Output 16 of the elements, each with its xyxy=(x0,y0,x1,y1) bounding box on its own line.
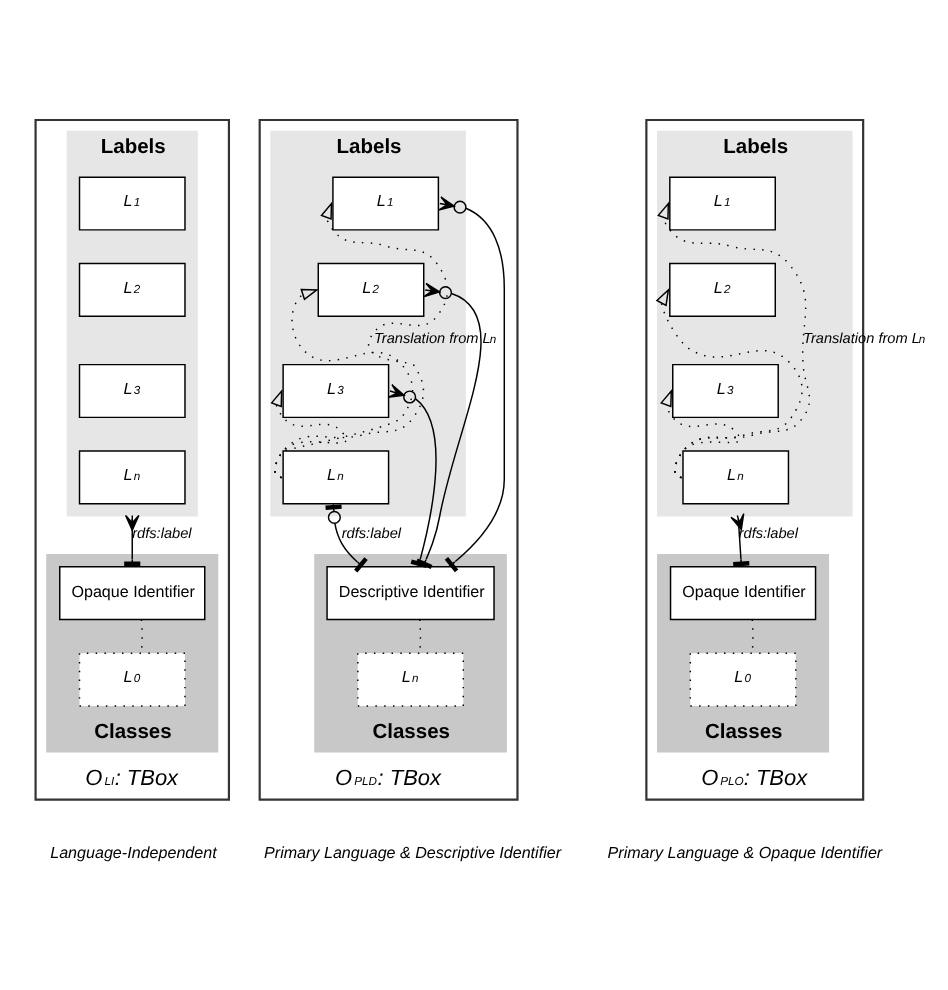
arrow xyxy=(273,288,413,479)
node-label: Primary Language & Descriptive Identifier xyxy=(263,843,561,862)
arrow xyxy=(654,288,802,479)
connector xyxy=(729,513,749,568)
arrow xyxy=(269,388,346,479)
node-box: Opaque Identifier xyxy=(668,566,816,621)
node-box: Descriptive Identifier xyxy=(325,566,494,621)
edge-label: rdfs:label xyxy=(737,523,797,542)
node-label: Primary Language & Opaque Identifier xyxy=(606,843,882,862)
node-box: Opaque Identifier xyxy=(58,566,205,621)
arrow xyxy=(656,201,810,479)
node-label: Language-Independent xyxy=(49,843,216,862)
arrow xyxy=(659,388,740,479)
arrow xyxy=(273,201,448,479)
edge-label: rdfs:label xyxy=(340,523,401,542)
connector xyxy=(436,196,505,573)
